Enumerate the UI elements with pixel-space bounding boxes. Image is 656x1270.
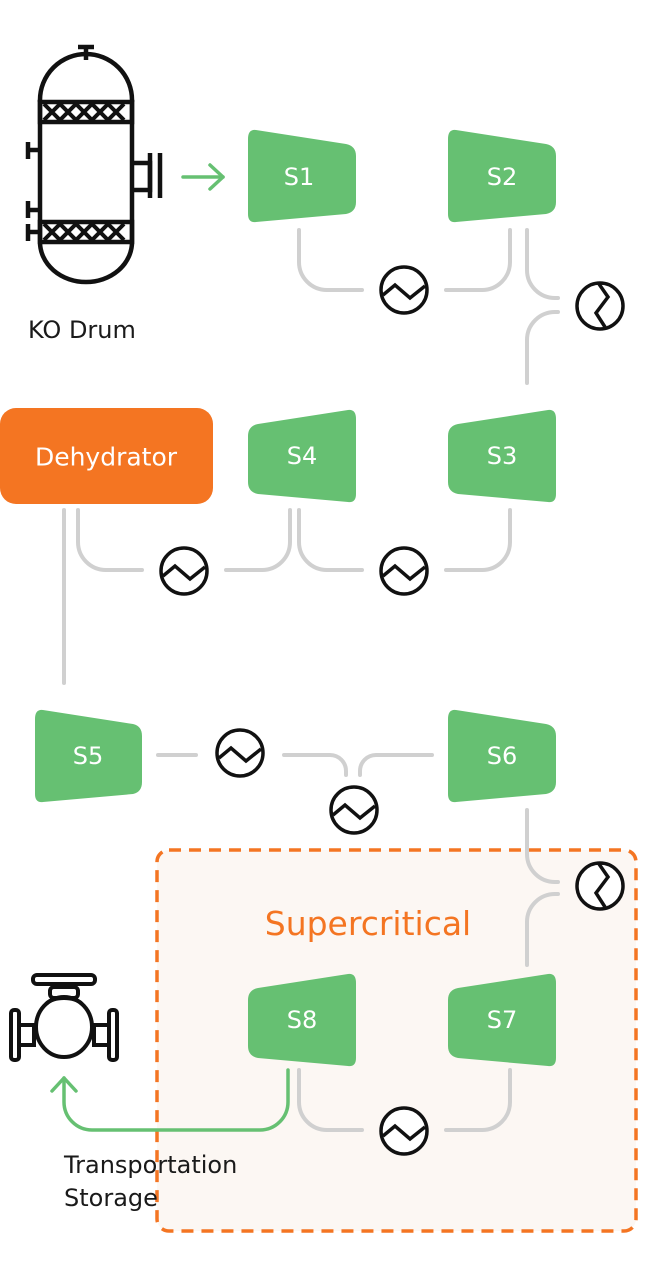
- flow-arrow-s8-to-transport: [50, 1068, 290, 1132]
- ko-drum-label: KO Drum: [28, 316, 136, 344]
- heat-exchanger-icon[interactable]: [379, 265, 429, 315]
- heat-exchanger-icon[interactable]: [215, 728, 265, 778]
- dehydrator-box[interactable]: Dehydrator: [0, 408, 213, 504]
- heat-exchanger-icon[interactable]: [159, 546, 209, 596]
- supercritical-zone: [155, 848, 638, 1233]
- ko-drum-vessel-icon[interactable]: [25, 44, 163, 285]
- transport-label-line2: Storage: [64, 1184, 158, 1212]
- stage-s4[interactable]: S4: [248, 409, 356, 503]
- stage-s7[interactable]: S7: [448, 973, 556, 1067]
- stage-label: S2: [487, 163, 518, 191]
- stage-s1[interactable]: S1: [248, 129, 356, 223]
- stage-label: S6: [487, 742, 518, 770]
- valve-icon[interactable]: [9, 973, 119, 1062]
- stage-s3[interactable]: S3: [448, 409, 556, 503]
- stage-label: S4: [287, 442, 318, 470]
- heat-exchanger-icon[interactable]: [575, 861, 625, 911]
- stage-s2[interactable]: S2: [448, 129, 556, 223]
- heat-exchanger-icon[interactable]: [575, 281, 625, 331]
- stage-label: S3: [487, 442, 518, 470]
- stage-label: S7: [487, 1006, 518, 1034]
- stage-label: S1: [284, 163, 315, 191]
- transport-label-line1: Transportation: [63, 1151, 237, 1179]
- dehydrator-label: Dehydrator: [35, 443, 178, 472]
- stage-s8[interactable]: S8: [248, 973, 356, 1067]
- heat-exchanger-icon[interactable]: [379, 1106, 429, 1156]
- stage-s6[interactable]: S6: [448, 709, 556, 803]
- stage-label: S8: [287, 1006, 318, 1034]
- supercritical-zone-label: Supercritical: [265, 904, 471, 943]
- heat-exchanger-icon[interactable]: [329, 785, 379, 835]
- pipes: [62, 228, 560, 1132]
- stage-s5[interactable]: S5: [35, 709, 142, 803]
- heat-exchanger-icon[interactable]: [379, 546, 429, 596]
- stage-label: S5: [73, 742, 104, 770]
- flow-arrow-ko-to-s1: [181, 163, 225, 191]
